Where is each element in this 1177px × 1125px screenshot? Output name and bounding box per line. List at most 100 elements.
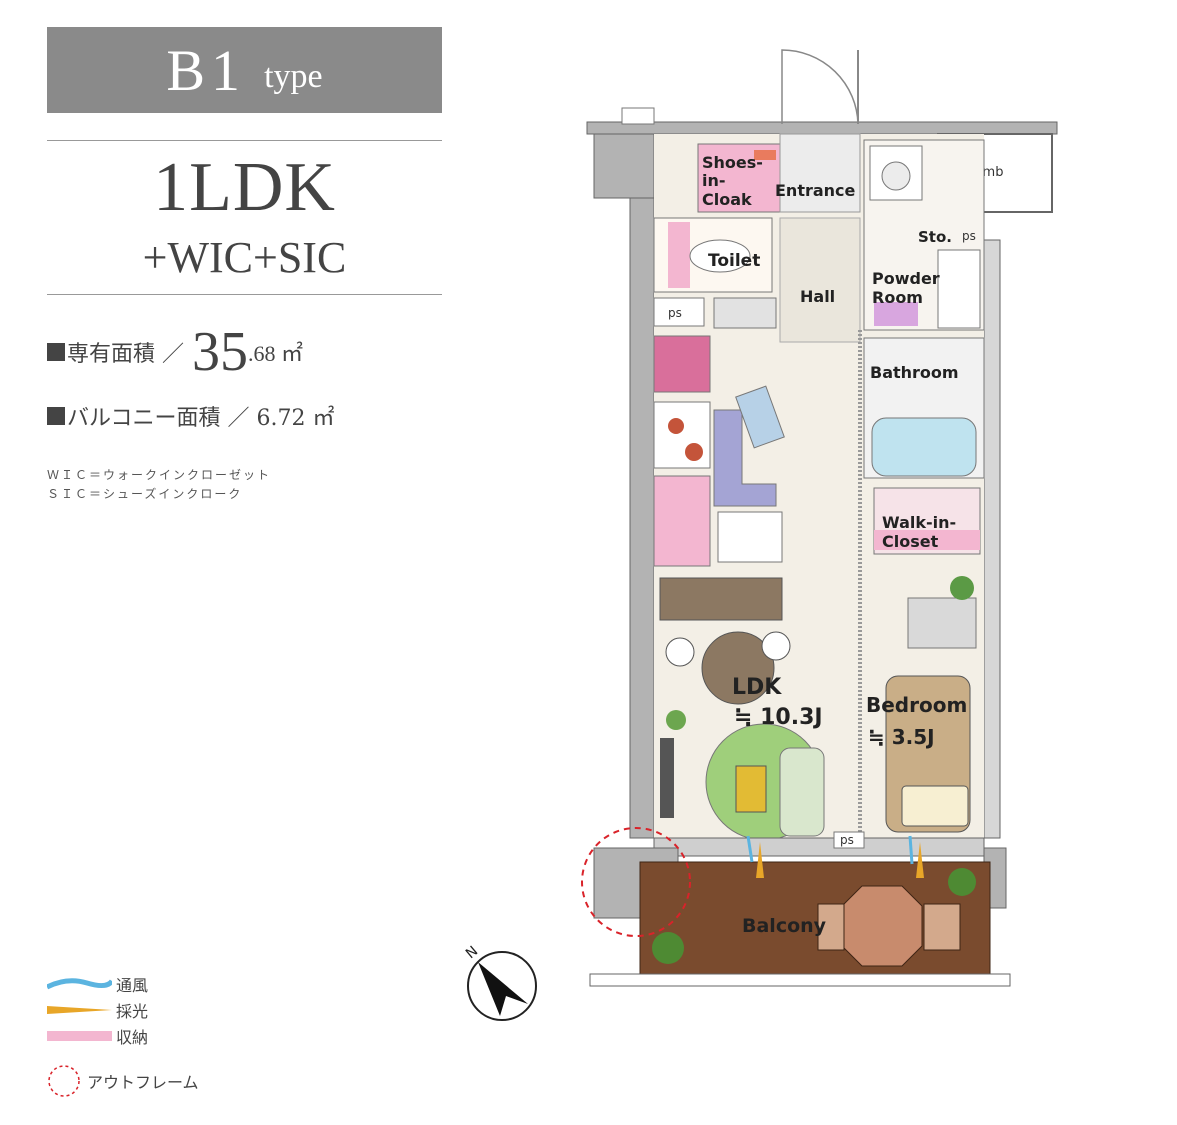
wic-storage [874, 530, 980, 550]
entrance-tiles [779, 133, 861, 213]
hall [779, 217, 861, 343]
plant-icon [948, 868, 976, 896]
railing [589, 973, 1011, 987]
column-upper-left [593, 133, 655, 199]
balcony-area-row: バルコニー面積 ／ 6.72 ㎡ [47, 400, 335, 432]
legend-storage: 収納 [47, 1024, 148, 1048]
label-powder-2: Room [872, 288, 923, 307]
label-entrance: Entrance [775, 181, 856, 200]
balcony-area-label: バルコニー面積 ／ 6.72 ㎡ [67, 406, 335, 431]
kitchen-counter-top [713, 297, 777, 329]
label-wic-2: Closet [882, 532, 939, 551]
type-suffix: type [264, 58, 323, 95]
legend-daylight-label: 採光 [116, 1002, 149, 1021]
private-area-value: 35 [192, 321, 248, 383]
label-ps-left: ps [668, 306, 682, 320]
ps-bottom-box [833, 831, 865, 849]
vent [621, 107, 655, 125]
tv [660, 738, 674, 818]
label-shoes-2: in- [702, 171, 726, 190]
compass-north-label: N [463, 943, 481, 962]
dining-table [701, 631, 775, 705]
wall-top [586, 121, 1058, 135]
private-area-row: 専有面積 ／ 35.68 ㎡ [47, 320, 303, 384]
bullet-square-icon [47, 343, 65, 361]
wall-left [629, 197, 655, 839]
label-hall: Hall [800, 287, 835, 306]
wind-icon [908, 835, 914, 865]
mb-label: mb [983, 165, 1004, 180]
wind-icon [746, 835, 754, 863]
toilet-storage [668, 222, 690, 288]
label-powder-1: Powder [872, 269, 940, 288]
compass: N [463, 943, 537, 1021]
daylight-icon [916, 842, 924, 878]
type-banner: B1 type [47, 27, 442, 113]
coffee-table [735, 765, 767, 813]
wind-icon [47, 978, 112, 990]
sink [735, 385, 785, 449]
bathtub [871, 417, 977, 477]
storage-swatch [47, 1031, 112, 1041]
label-ps-bottom: ps [840, 833, 854, 847]
pot-icon [685, 443, 703, 461]
daylight-icon [756, 842, 764, 878]
plant-icon [652, 932, 684, 964]
label-ldk-size: ≒ 10.3J [734, 705, 823, 730]
washer-drum [881, 161, 911, 191]
type-number: B1 [166, 37, 247, 103]
divider-top [47, 140, 442, 141]
chair-left [665, 637, 695, 667]
legend-daylight: 採光 [47, 998, 148, 1022]
pillow [901, 785, 969, 827]
divider-bottom [47, 294, 442, 295]
wall-right [983, 239, 1001, 839]
shoe-shelf [754, 150, 776, 160]
toilet-bowl [689, 239, 751, 273]
entrance-door-swing [781, 49, 859, 125]
legend-outframe: アウトフレーム [47, 1064, 199, 1098]
label-shoes-1: Shoes- [702, 153, 763, 172]
plant-icon [950, 576, 974, 600]
plant-icon [666, 710, 686, 730]
ps-left-box [653, 297, 705, 327]
private-area-decimal: .68 ㎡ [248, 341, 304, 366]
legend-ventilation-label: 通風 [116, 976, 149, 995]
bath-mat [874, 302, 918, 326]
sofa [779, 747, 825, 837]
label-bathroom: Bathroom [870, 363, 959, 382]
dining-counter [659, 577, 783, 621]
chair-right [761, 631, 791, 661]
daylight-icon [47, 1006, 112, 1014]
balcony-table [841, 885, 923, 967]
vanity [937, 249, 981, 329]
label-bedroom: Bedroom [866, 693, 967, 717]
label-ldk: LDK [732, 675, 782, 700]
legend-storage-label: 収納 [116, 1028, 149, 1047]
note-sic: ＳＩＣ＝シューズインクローク [47, 487, 243, 501]
label-wic-1: Walk-in- [882, 513, 956, 532]
layout-title: 1LDK [153, 149, 336, 226]
label-storage: Sto. [918, 228, 952, 246]
outframe-marker [581, 827, 691, 937]
layout-subtitle: +WIC+SIC [142, 233, 347, 282]
wall-bottom [653, 837, 985, 857]
bench-left [817, 903, 845, 951]
desk [907, 597, 977, 649]
bench-right [923, 903, 961, 951]
legend-ventilation: 通風 [47, 972, 148, 996]
label-balcony: Balcony [742, 915, 827, 937]
kitchen-storage [653, 475, 711, 567]
kitchen-cabinet [717, 511, 783, 563]
label-toilet: Toilet [708, 251, 760, 271]
fridge [653, 335, 711, 393]
pan-icon [668, 418, 684, 434]
label-shoes-3: Cloak [702, 190, 752, 209]
note-wic: ＷＩＣ＝ウォークインクローゼット [47, 468, 272, 482]
private-area-label: 専有面積 ／ [67, 342, 184, 367]
legend-outframe-label: アウトフレーム [87, 1073, 199, 1092]
label-bedroom-size: ≒ 3.5J [868, 725, 935, 749]
outframe-circle-icon [48, 1065, 80, 1097]
stove [653, 401, 711, 469]
